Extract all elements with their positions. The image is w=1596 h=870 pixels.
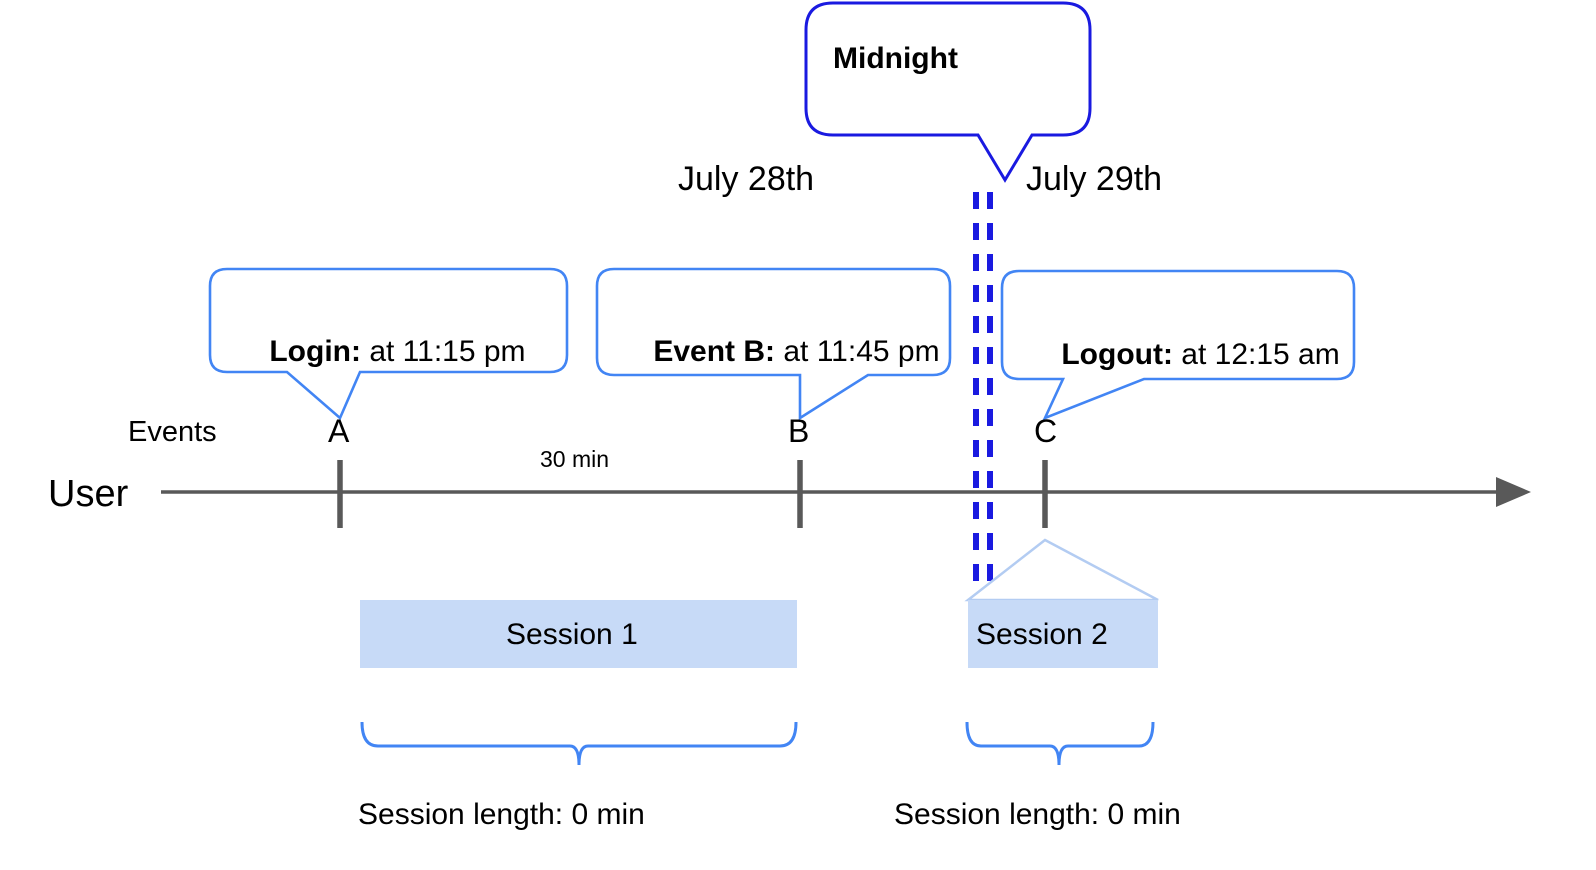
event-marker-label-a: A — [328, 413, 350, 449]
event-b-callout-shape — [595, 267, 952, 421]
date-label-july-28: July 28th — [678, 160, 815, 198]
session-1-caption: Session length: 0 min — [358, 798, 645, 831]
login-callout-lead: Login: — [269, 335, 361, 368]
logout-callout-detail: at 12:15 am — [1172, 338, 1340, 371]
lane-label-user: User — [48, 473, 129, 515]
logout-callout-shape — [1000, 269, 1356, 421]
session-1-box — [360, 600, 797, 668]
midnight-callout-shape — [804, 1, 1092, 183]
logout-callout-lead: Logout: — [1061, 338, 1173, 371]
session-1-label: Session 1 — [506, 618, 638, 651]
login-callout-detail: at 11:15 pm — [360, 335, 526, 368]
login-callout-shape — [208, 267, 569, 421]
session-2-brace — [965, 721, 1155, 766]
event-marker-label-c: C — [1034, 413, 1058, 449]
midnight-divider-lines — [973, 192, 993, 600]
date-label-july-29: July 29th — [1026, 160, 1163, 198]
event-b-callout-lead: Event B: — [653, 335, 776, 368]
session-2-funnel — [964, 538, 1159, 602]
session-2-label: Session 2 — [976, 618, 1108, 651]
lane-label-events: Events — [128, 416, 217, 448]
session-2-box — [968, 600, 1158, 668]
duration-label-30-min: 30 min — [540, 446, 610, 472]
session-2-caption: Session length: 0 min — [894, 798, 1181, 831]
event-tick-marks — [337, 460, 1048, 528]
login-callout-text: Login: at 11:15 pm — [236, 307, 526, 397]
event-b-callout-text: Event B: at 11:45 pm — [620, 307, 940, 397]
midnight-callout-label: Midnight — [833, 42, 958, 75]
event-marker-label-b: B — [788, 413, 810, 449]
logout-callout-text: Logout: at 12:15 am — [1028, 310, 1340, 400]
timeline-axis — [161, 477, 1531, 507]
session-1-brace — [360, 721, 798, 766]
event-b-callout-detail: at 11:45 pm — [775, 335, 940, 368]
